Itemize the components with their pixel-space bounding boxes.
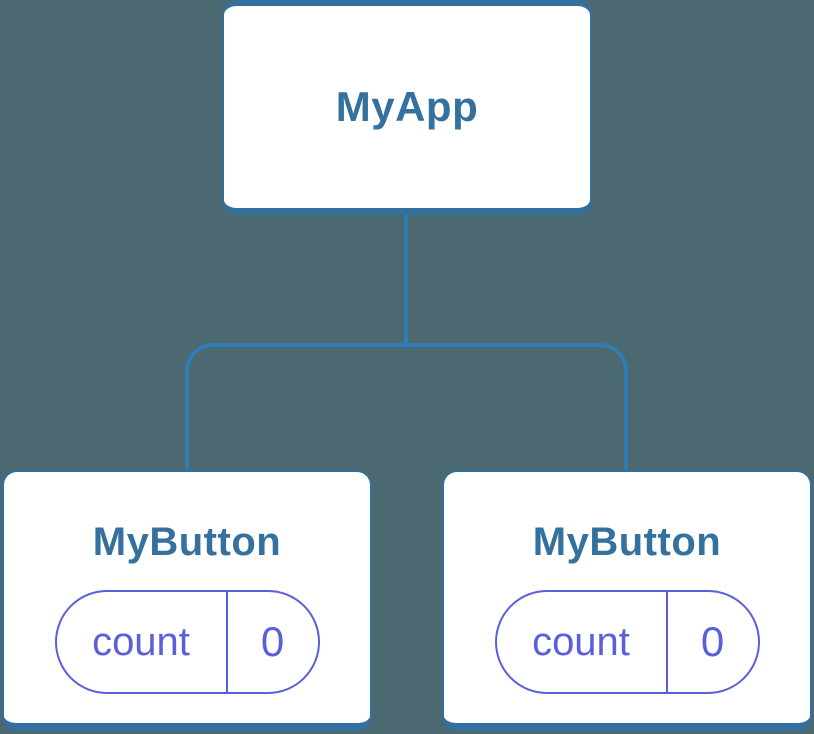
component-name-label: MyButton	[92, 520, 282, 564]
connector-branch	[185, 343, 628, 470]
state-pill: count 0	[54, 590, 320, 694]
state-pill: count 0	[494, 590, 760, 694]
connector-stem	[404, 215, 408, 347]
state-value-label: 0	[260, 618, 285, 665]
tree-node-mybutton-right: MyButton count 0	[442, 470, 812, 731]
state-key-label: count	[497, 592, 668, 692]
tree-node-mybutton-left: MyButton count 0	[2, 470, 372, 731]
tree-node-myapp: MyApp	[222, 0, 592, 215]
component-name-label: MyApp	[335, 83, 479, 130]
state-key-label: count	[57, 592, 228, 692]
state-value-label: 0	[700, 618, 725, 665]
component-name-label: MyButton	[532, 520, 722, 564]
